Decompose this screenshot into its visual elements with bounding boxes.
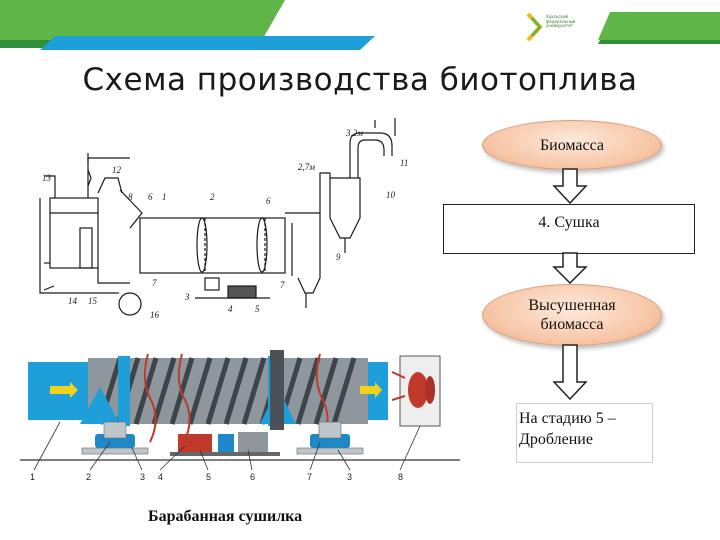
scheme-label-3: 3 xyxy=(184,292,190,302)
step-next-line1: На стадию 5 – xyxy=(519,410,616,427)
arrow-down-icon xyxy=(552,252,588,284)
scheme-label-7b: 7 xyxy=(280,280,285,290)
scheme-label-10: 10 xyxy=(386,190,396,200)
step-biomass-oval: Биомасса xyxy=(482,120,662,170)
scheme-label-11: 11 xyxy=(400,158,408,168)
step-next-line2: Дробление xyxy=(519,431,593,448)
university-logo: Уральский федеральный университет xyxy=(520,12,598,46)
drum-label-3a: 3 xyxy=(140,472,145,482)
step-next-stage-box: На стадию 5 – Дробление xyxy=(516,403,653,463)
step-biomass-label: Биомасса xyxy=(539,136,605,154)
step-dried-line2: биомасса xyxy=(540,316,604,333)
drum-label-1: 1 xyxy=(30,472,35,482)
scheme-label-8: 8 xyxy=(128,192,133,202)
drum-label-7: 7 xyxy=(307,472,312,482)
scheme-label-15: 15 xyxy=(88,296,98,306)
scheme-label-9: 9 xyxy=(336,252,341,262)
step-drying-label: 4. Сушка xyxy=(538,214,600,231)
logo-line-1: Уральский xyxy=(546,14,569,19)
drum-label-6: 6 xyxy=(250,472,255,482)
scheme-label-height-27: 2,7м xyxy=(298,162,315,172)
scheme-label-12: 12 xyxy=(112,165,122,175)
drum-dryer-caption: Барабанная сушилка xyxy=(148,508,303,525)
page-title: Схема производства биотоплива xyxy=(82,62,638,98)
step-drying-box: 4. Сушка xyxy=(443,204,695,254)
scheme-label-5: 5 xyxy=(255,304,260,314)
dryer-process-scheme: 13 12 8 6 1 2 6 7 3 4 5 7 9 10 11 14 15 … xyxy=(39,118,408,320)
scheme-label-16: 16 xyxy=(150,310,160,320)
arrow-down-long-icon xyxy=(552,344,588,400)
scheme-label-14: 14 xyxy=(68,296,78,306)
scheme-label-2: 2 xyxy=(210,192,215,202)
drum-label-2: 2 xyxy=(86,472,91,482)
scheme-label-6a: 6 xyxy=(148,192,153,202)
drum-label-4: 4 xyxy=(158,472,163,482)
scheme-label-7a: 7 xyxy=(152,278,157,288)
scheme-label-4: 4 xyxy=(228,304,233,314)
drum-label-3b: 3 xyxy=(347,472,352,482)
drum-label-5: 5 xyxy=(206,472,211,482)
drum-dryer-illustration: 1 2 3 4 5 6 7 3 8 xyxy=(20,350,460,482)
scheme-label-6b: 6 xyxy=(266,196,271,206)
step-dried-line1: Высушенная xyxy=(528,297,616,314)
scheme-label-height-32: 3,2м xyxy=(345,128,363,138)
arrow-down-icon xyxy=(552,168,588,204)
scheme-label-1: 1 xyxy=(162,192,167,202)
header-banner xyxy=(0,0,720,50)
drum-label-8: 8 xyxy=(398,472,403,482)
logo-line-3: университет xyxy=(546,23,573,28)
logo-line-2: федеральный xyxy=(546,18,576,24)
scheme-label-13: 13 xyxy=(42,173,52,183)
step-dried-biomass-oval: Высушенная биомасса xyxy=(482,284,662,346)
logo-emblem-icon xyxy=(526,12,543,42)
